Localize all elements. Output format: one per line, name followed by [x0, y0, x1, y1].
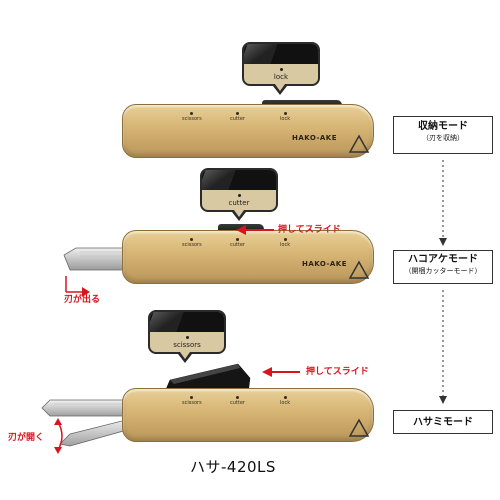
- callout-cutter-label: cutter: [228, 199, 250, 207]
- label-cutter: cutter: [230, 116, 245, 122]
- hanger-hook-icon: [348, 134, 370, 153]
- mode-title-storage: 収納モード: [418, 121, 468, 132]
- mode-box-cutter: ハコアケモード （開梱カッターモード）: [393, 250, 493, 284]
- label-scissors: scissors: [182, 116, 202, 122]
- push-arrow-icon: [236, 225, 274, 235]
- blade-open-label: 刃が開く: [8, 433, 45, 443]
- hanger-hook-icon: [348, 260, 370, 279]
- label-scissors: scissors: [182, 400, 202, 406]
- slider-closeup: [244, 44, 318, 64]
- blade-out-label: 刃が出る: [64, 295, 101, 305]
- hako-ake-tool-scissors: scissors cutter lock: [122, 388, 374, 442]
- callout-pointer: [232, 210, 246, 221]
- push-arrow-icon: [262, 367, 300, 377]
- mode-sub-storage: （刃を収納）: [422, 134, 464, 142]
- brand-logo: HAKO-AKE: [292, 134, 337, 142]
- blade-out-arrow-icon: [65, 276, 90, 297]
- hanger-hook-icon: [348, 418, 370, 437]
- push-slide-label: 押してスライド: [278, 225, 341, 235]
- slider-closeup: [202, 170, 276, 190]
- callout-cutter: cutter: [200, 168, 278, 212]
- cutter-blade: [63, 247, 132, 271]
- callout-lock: lock: [242, 42, 320, 86]
- down-arrow-icon: [439, 290, 447, 404]
- mode-box-storage: 収納モード （刃を収納）: [393, 116, 493, 154]
- slider-closeup: [150, 312, 224, 332]
- callout-pointer: [273, 84, 287, 95]
- mode-sub-cutter: （開梱カッターモード）: [404, 267, 482, 275]
- callout-pointer: [178, 352, 192, 363]
- label-scissors: scissors: [182, 242, 202, 248]
- callout-scissors-label: scissors: [173, 341, 201, 349]
- blade-open-arrow-icon: [54, 418, 63, 454]
- mode-title-cutter: ハコアケモード: [408, 254, 478, 265]
- down-arrow-icon: [439, 160, 447, 246]
- label-cutter: cutter: [230, 400, 245, 406]
- mode-title-scissors: ハサミモード: [413, 417, 473, 428]
- callout-lock-label: lock: [273, 73, 289, 81]
- hako-ake-tool-cutter: scissors cutter lock HAKO-AKE: [122, 230, 374, 284]
- label-cutter: cutter: [230, 242, 245, 248]
- mode-box-scissors: ハサミモード: [393, 410, 493, 434]
- label-lock: lock: [280, 400, 291, 406]
- callout-scissors: scissors: [148, 310, 226, 354]
- label-lock: lock: [280, 116, 291, 122]
- label-lock: lock: [280, 242, 291, 248]
- push-slide-label: 押してスライド: [306, 367, 369, 377]
- hako-ake-tool-storage: scissors cutter lock HAKO-AKE: [122, 104, 374, 158]
- model-name: ハサ-420LS: [190, 458, 276, 476]
- brand-logo: HAKO-AKE: [302, 260, 347, 268]
